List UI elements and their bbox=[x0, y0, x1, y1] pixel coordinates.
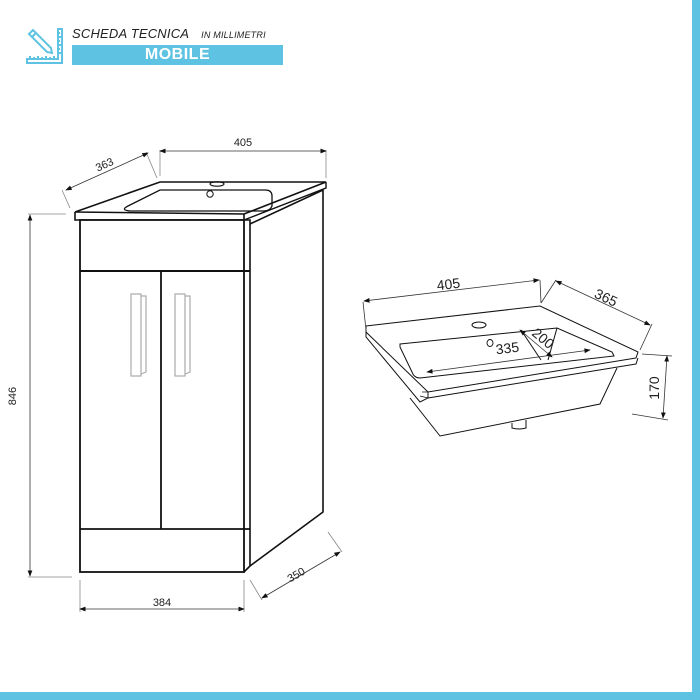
category-band: MOBILE bbox=[72, 45, 283, 65]
ruler-pencil-icon bbox=[26, 28, 63, 64]
unit-note: IN MILLIMETRI bbox=[201, 30, 266, 40]
dim-sink-depth: 365 bbox=[592, 285, 620, 309]
dim-height: 846 bbox=[7, 387, 19, 405]
cabinet-side-panel bbox=[243, 219, 251, 573]
dim-top-depth: 363 bbox=[94, 156, 116, 174]
spec-title-text: SCHEDA TECNICA bbox=[72, 26, 190, 41]
dim-base-depth: 350 bbox=[286, 566, 308, 586]
dim-sink-height: 170 bbox=[646, 376, 662, 400]
sink-drawing bbox=[365, 305, 639, 437]
sink-basin bbox=[399, 327, 615, 379]
cabinet-front bbox=[79, 219, 245, 573]
frame-border-right bbox=[692, 0, 700, 700]
sink-dimension-labels: 405 365 335 200 170 bbox=[436, 275, 662, 400]
cabinet-drawing bbox=[74, 181, 327, 573]
cabinet-basin bbox=[123, 189, 273, 212]
door-handle-left bbox=[130, 293, 147, 377]
sink-bowl bbox=[409, 367, 618, 437]
dim-sink-width: 405 bbox=[436, 275, 461, 294]
dim-base-width: 384 bbox=[153, 597, 171, 609]
spec-header: SCHEDA TECNICA IN MILLIMETRI MOBILE bbox=[24, 26, 283, 70]
frame-border-bottom bbox=[0, 692, 700, 700]
sink-dimensions bbox=[362, 278, 673, 421]
door-handle-right bbox=[174, 293, 191, 377]
spec-title: SCHEDA TECNICA IN MILLIMETRI bbox=[72, 26, 266, 41]
dim-top-width: 405 bbox=[234, 137, 252, 149]
cabinet-dimension-labels: 405 363 846 384 350 bbox=[7, 137, 307, 609]
dim-basin-width: 335 bbox=[495, 339, 520, 358]
cabinet-countertop bbox=[74, 181, 327, 215]
cabinet-dimensions bbox=[27, 148, 343, 612]
